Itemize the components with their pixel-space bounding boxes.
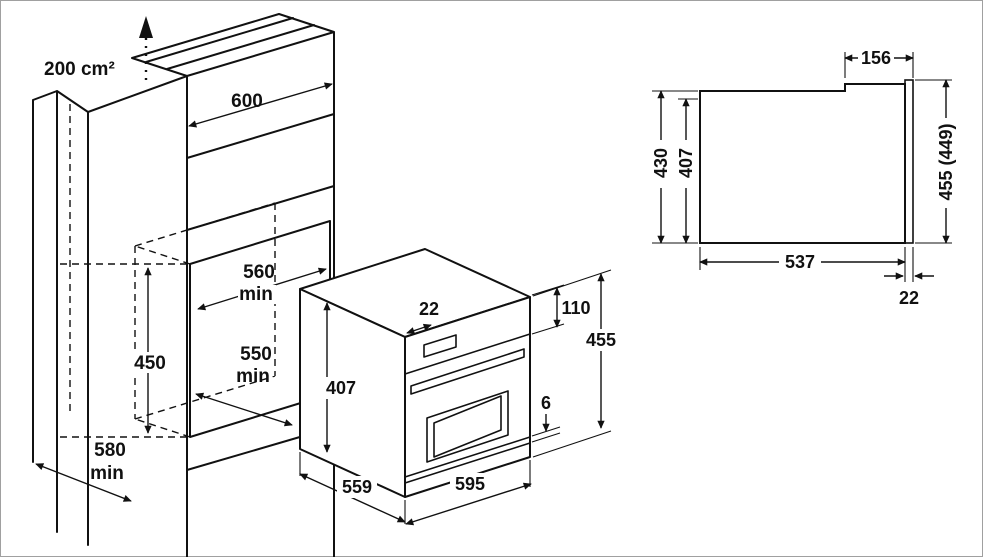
label-cavity-height: 407: [676, 148, 696, 178]
label-bg: [321, 377, 361, 399]
label-cabinet-depth: 580: [94, 440, 126, 461]
label-panel-depth: 156: [861, 48, 891, 68]
cabinet-dimensions: 200 cm² 600 560 min 550 min 450 580 min: [35, 59, 333, 502]
dim-arrow-fascia-gap: [406, 323, 432, 335]
label-door-thickness: 22: [899, 288, 919, 308]
label-cabinet-width: 600: [231, 91, 263, 112]
label-vent-area: 200 cm²: [44, 59, 115, 80]
label-niche-width-min: min: [239, 284, 273, 305]
label-bg: [238, 285, 276, 304]
label-body-depth: 537: [785, 252, 815, 272]
vent-airflow-arrow-icon: [139, 16, 153, 38]
label-bg: [450, 473, 490, 495]
side-view-extension-lines: [652, 52, 952, 282]
label-door-gap: 6: [541, 393, 551, 413]
label-niche-depth: 550: [240, 344, 272, 365]
cabinet-isometric: [32, 13, 335, 557]
label-niche-height: 450: [134, 353, 166, 374]
oven-front-seams: [404, 333, 531, 484]
label-bg: [936, 118, 956, 208]
label-cabinet-depth-min: min: [90, 463, 124, 484]
label-bg: [538, 394, 554, 412]
label-bg: [858, 47, 894, 67]
dim-arrow-cabinet-depth: [35, 463, 132, 502]
cabinet-solid-edges: [32, 13, 335, 557]
label-bg: [676, 140, 695, 188]
label-oven-total-height: 455: [586, 330, 616, 350]
side-view: 156 430 407 455 (449) 537 22: [651, 47, 956, 308]
oven-isometric: [299, 248, 531, 498]
label-front-height: 455 (449): [936, 123, 956, 200]
label-oven-width: 595: [455, 474, 485, 494]
label-niche-width: 560: [243, 262, 275, 283]
oven-door-window-inner: [433, 395, 502, 458]
label-bg: [779, 250, 821, 272]
side-view-body-outline: [699, 83, 906, 244]
dim-arrow-cabinet-width: [188, 82, 333, 128]
label-oven-depth: 559: [342, 477, 372, 497]
label-oven-body-height: 407: [326, 378, 356, 398]
oven-dimensions: 22 110 455 6 407 559 595: [299, 269, 619, 526]
oven-door-handle: [410, 348, 525, 395]
label-niche-depth-min: min: [236, 366, 270, 387]
label-bg: [651, 140, 670, 188]
label-panel-height: 110: [561, 298, 590, 318]
label-bg: [583, 329, 619, 351]
label-rear-height: 430: [651, 148, 671, 178]
dim-arrow-niche-depth: [195, 392, 293, 427]
label-fascia-gap: 22: [419, 299, 439, 319]
side-view-door: [904, 79, 914, 244]
dim-arrow-oven-width: [405, 482, 532, 526]
label-bg: [337, 476, 377, 498]
oven-display: [423, 334, 457, 358]
label-bg: [132, 352, 170, 373]
